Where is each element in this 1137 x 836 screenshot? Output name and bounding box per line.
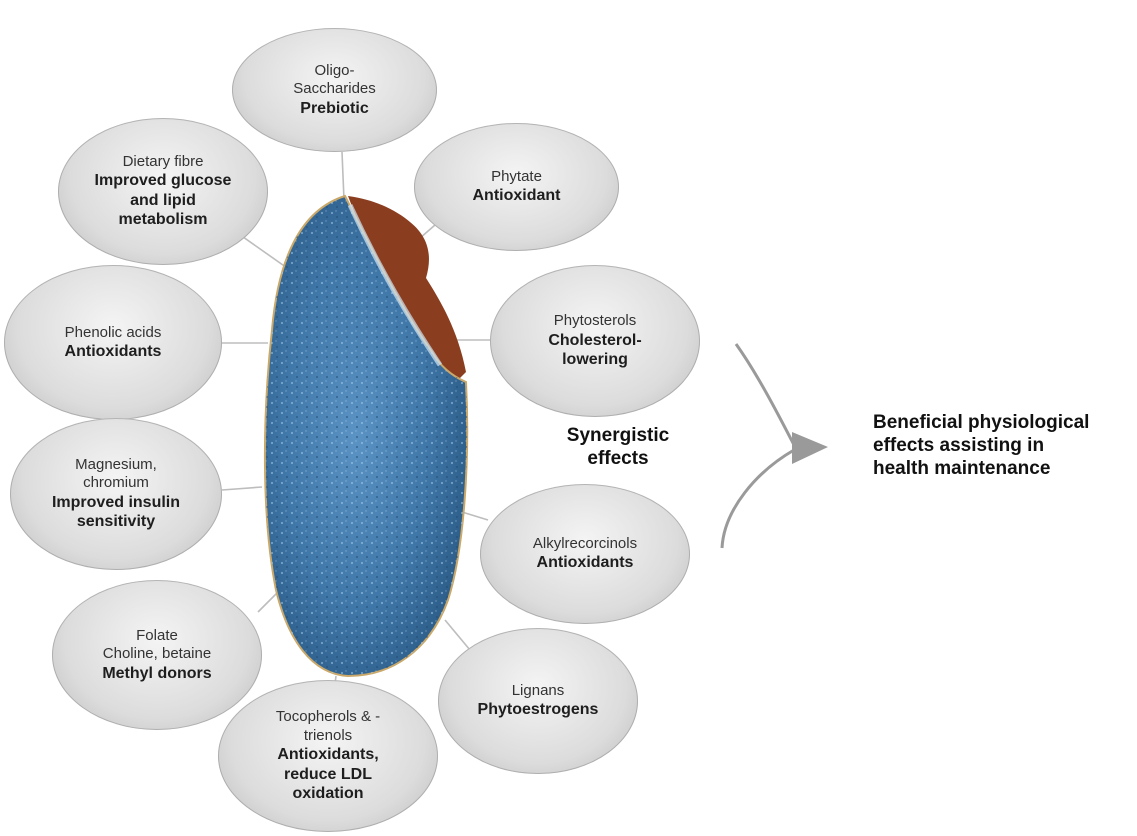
bubble-folate: Folate Choline, betaine Methyl donors (52, 580, 262, 730)
outcome-line: effects assisting in (873, 435, 1133, 458)
bubble-dietary-fibre: Dietary fibre Improved glucose and lipid… (58, 118, 268, 265)
component-name: Tocopherols & - (276, 708, 380, 726)
arrow-to-outcome (722, 344, 828, 548)
component-effect: sensitivity (77, 512, 155, 532)
bubble-magnesium: Magnesium, chromium Improved insulin sen… (10, 418, 222, 570)
arrow-head (792, 432, 828, 464)
component-name: Oligo- (314, 62, 354, 80)
component-effect: Cholesterol- (548, 331, 641, 351)
component-effect: Antioxidants (65, 342, 162, 362)
component-name: Folate (136, 627, 178, 645)
component-effect: Antioxidant (473, 186, 561, 206)
component-effect: Improved glucose (95, 171, 232, 191)
connector-oligosaccharides (342, 152, 344, 200)
component-name: Choline, betaine (103, 645, 211, 663)
bubble-tocopherols: Tocopherols & - trienols Antioxidants, r… (218, 680, 438, 832)
component-effect: Improved insulin (52, 493, 180, 513)
synergistic-line: Synergistic (548, 425, 688, 448)
component-effect: Antioxidants, (277, 745, 378, 765)
component-effect: Phytoestrogens (478, 700, 599, 720)
component-name: Phytate (491, 168, 542, 186)
bubble-phytosterols: Phytosterols Cholesterol- lowering (490, 265, 700, 417)
synergistic-effects-label: Synergistic effects (548, 425, 688, 471)
component-name: Dietary fibre (123, 153, 204, 171)
component-name: Phytosterols (554, 312, 637, 330)
component-effect: lowering (562, 350, 628, 370)
connector-magnesium (222, 487, 262, 490)
bubble-phytate: Phytate Antioxidant (414, 123, 619, 251)
bubble-phenolic-acids: Phenolic acids Antioxidants (4, 265, 222, 420)
component-effect: reduce LDL (284, 765, 372, 785)
component-name: Magnesium, (75, 456, 157, 474)
outcome-label: Beneficial physiological effects assisti… (873, 412, 1133, 480)
connector-lignans (445, 620, 470, 650)
arrow-upper-arc (736, 344, 794, 445)
bubble-lignans: Lignans Phytoestrogens (438, 628, 638, 774)
grain-texture (265, 196, 467, 676)
component-effect: Antioxidants (537, 553, 634, 573)
component-name: Saccharides (293, 80, 376, 98)
connector-alkylrecorcinols (462, 512, 488, 520)
outcome-line: health maintenance (873, 458, 1133, 481)
arrow-lower-arc (722, 450, 794, 548)
bubble-alkylrecorcinols: Alkylrecorcinols Antioxidants (480, 484, 690, 624)
component-effect: oxidation (292, 784, 363, 804)
component-effect: metabolism (119, 210, 208, 230)
synergistic-line: effects (548, 448, 688, 471)
component-name: Alkylrecorcinols (533, 535, 637, 553)
component-name: trienols (304, 727, 352, 745)
component-name: chromium (83, 474, 149, 492)
component-effect: Prebiotic (300, 99, 368, 119)
component-name: Lignans (512, 682, 565, 700)
bubble-oligosaccharides: Oligo- Saccharides Prebiotic (232, 28, 437, 152)
component-effect: and lipid (130, 191, 196, 211)
outcome-line: Beneficial physiological (873, 412, 1133, 435)
component-effect: Methyl donors (102, 664, 211, 684)
component-name: Phenolic acids (65, 324, 162, 342)
